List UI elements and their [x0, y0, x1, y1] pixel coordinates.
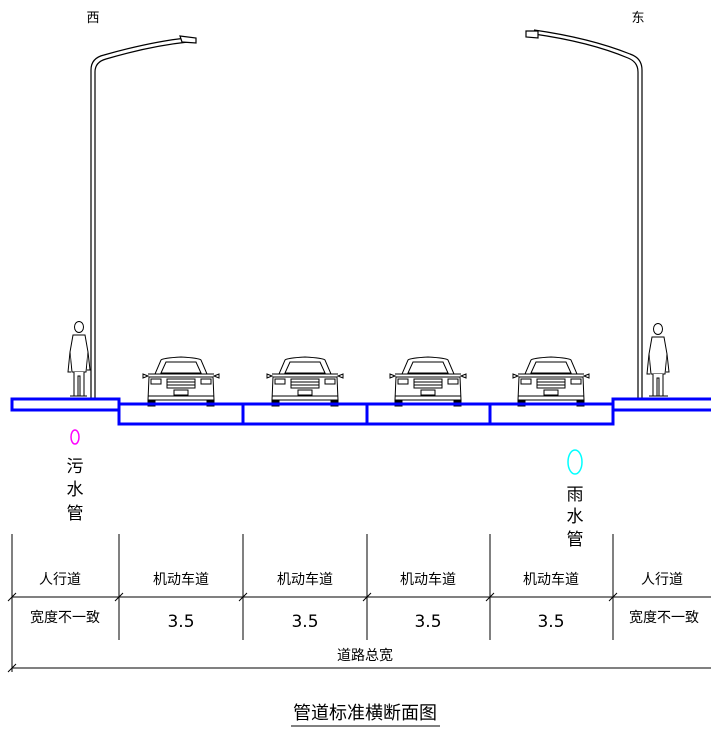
pedestrian-right-icon [646, 323, 670, 397]
col-name-lane-1: 机动车道 [153, 571, 209, 588]
storm-pipe-label-1: 雨 [567, 485, 584, 505]
col-width-lane-2: 3.5 [291, 612, 318, 632]
storm-pipe-label-2: 水 [567, 507, 584, 527]
sewage-pipe-icon [70, 429, 80, 445]
col-name-sidewalk-west: 人行道 [39, 572, 81, 588]
col-name-lane-2: 机动车道 [277, 571, 333, 588]
col-width-sidewalk-west: 宽度不一致 [30, 609, 100, 626]
west-label: 西 [86, 11, 99, 26]
col-width-lane-4: 3.5 [537, 612, 564, 632]
total-width-label: 道路总宽 [337, 647, 393, 664]
sewage-pipe-label-3: 管 [67, 504, 84, 524]
dimension-table [7, 534, 711, 673]
street-lamp-left-icon [90, 35, 197, 398]
east-label: 东 [631, 11, 644, 26]
col-name-lane-4: 机动车道 [523, 571, 579, 588]
car-icon [266, 356, 344, 407]
sewage-pipe-label-2: 水 [67, 480, 84, 500]
col-name-sidewalk-east: 人行道 [641, 572, 683, 588]
car-icon [389, 356, 467, 407]
storm-pipe-icon [567, 449, 583, 475]
storm-pipe-label-3: 管 [567, 530, 584, 550]
col-width-lane-1: 3.5 [167, 612, 194, 632]
car-icon [142, 356, 220, 407]
street-lamp-right-icon [525, 29, 643, 398]
sewage-pipe-label-1: 污 [67, 457, 84, 477]
col-width-lane-3: 3.5 [414, 612, 441, 632]
col-name-lane-3: 机动车道 [400, 571, 456, 588]
pedestrian-left-icon [67, 321, 91, 397]
road-outline [10, 397, 711, 426]
col-width-sidewalk-east: 宽度不一致 [629, 609, 699, 626]
drawing-title: 管道标准横断面图 [293, 703, 437, 724]
car-icon [512, 356, 590, 407]
